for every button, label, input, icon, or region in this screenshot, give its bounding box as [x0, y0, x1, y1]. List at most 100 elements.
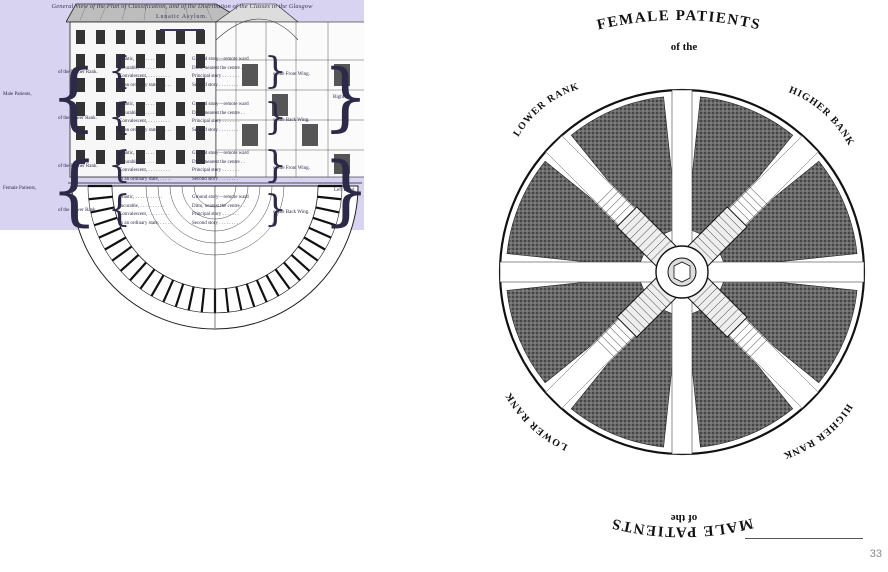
cell-wall — [88, 195, 113, 201]
male-back-wing: of the Back Wing. — [273, 118, 310, 123]
male-patients-label: Male Patients, — [3, 92, 32, 97]
cell-divider — [637, 295, 659, 317]
cell-divider — [646, 287, 667, 308]
cell-divider — [697, 236, 718, 257]
cell-divider — [735, 325, 756, 346]
window-icon — [116, 126, 125, 140]
cell-divider — [693, 283, 714, 304]
cell-divider — [701, 291, 722, 312]
cell-divider — [625, 215, 646, 236]
cell-wall — [104, 236, 127, 251]
cell-wall — [308, 226, 332, 239]
window-icon — [96, 30, 105, 44]
cell-divider — [595, 338, 616, 359]
window-icon — [96, 102, 105, 116]
cell-wall — [274, 268, 291, 290]
cell-divider — [714, 219, 735, 240]
cell-divider — [731, 202, 752, 223]
cell-divider — [612, 321, 633, 342]
window-icon — [76, 126, 85, 140]
cell-divider — [621, 211, 642, 232]
state-convalescent: Convalescent, . . . . . . . . . — [119, 74, 170, 80]
window-icon — [96, 126, 105, 140]
airing-court — [686, 96, 794, 239]
cell-divider — [710, 300, 731, 321]
female-front-wing-brace: } — [264, 145, 287, 186]
cell-divider — [744, 334, 765, 355]
cell-divider — [739, 194, 760, 215]
location-ground: Ground story—remote ward — [192, 57, 249, 62]
window-icon — [76, 78, 85, 92]
cell-wall — [111, 245, 133, 262]
window-icon — [176, 102, 185, 116]
window-icon — [96, 78, 105, 92]
window-icon — [76, 54, 85, 68]
cell-divider — [616, 317, 637, 338]
cell-wall — [283, 261, 301, 282]
window-icon — [96, 150, 105, 164]
cell-divider — [612, 202, 633, 223]
footer-divider — [745, 538, 863, 539]
cell-divider — [637, 227, 659, 249]
male-higher-rank: of the Higher Rank. — [58, 70, 98, 75]
radial-asylum-plan: FEMALE PATIENTS of the LOWER RANK HIGHER… — [498, 8, 866, 540]
cell-divider — [633, 223, 654, 244]
window-icon — [196, 54, 205, 68]
window-icon — [156, 30, 165, 44]
female-brace: { — [50, 145, 99, 234]
window-icon — [136, 102, 145, 116]
cell-wall — [93, 216, 118, 227]
cell-wall — [119, 254, 140, 272]
female-front-wing: of the Front Wing. — [273, 166, 310, 171]
cell-wall — [235, 286, 243, 311]
cell-divider — [604, 329, 625, 350]
asylum-elevation-drawing — [66, 3, 364, 330]
cell-divider — [744, 189, 765, 210]
cell-divider — [595, 185, 616, 206]
female-lower-states: Frantic, . . . . . . . . . . .Incurable,… — [119, 195, 172, 226]
window-icon — [136, 30, 145, 44]
airing-court — [506, 160, 649, 268]
cell-divider — [748, 185, 769, 206]
window-icon — [136, 54, 145, 68]
airing-court — [686, 305, 794, 448]
cell-divider — [718, 215, 739, 236]
cell-divider — [727, 206, 748, 227]
window-icon — [136, 126, 145, 140]
cell-wall — [290, 254, 311, 272]
cell-divider — [722, 211, 743, 232]
cell-wall — [297, 245, 319, 262]
top-subtitle: of the — [671, 41, 698, 53]
female-lower-brace: { — [108, 189, 131, 230]
page-number: 33 — [869, 548, 882, 560]
window-icon — [196, 30, 205, 44]
cell-divider — [701, 232, 722, 253]
cell-divider — [629, 304, 650, 325]
male-front-wing: of the Front Wing. — [273, 72, 310, 77]
airing-court — [570, 96, 678, 239]
window-icon — [176, 126, 185, 140]
window-icon — [116, 78, 125, 92]
right-hand-brace: } — [322, 54, 370, 140]
cell-divider — [710, 223, 731, 244]
window-icon — [196, 150, 205, 164]
cell-divider — [629, 219, 650, 240]
window-icon — [76, 102, 85, 116]
male-higher-brace: { — [108, 51, 131, 92]
cell-wall — [90, 206, 115, 214]
cell-wall — [139, 268, 156, 290]
female-patients-title: FEMALE PATIENTS — [595, 8, 761, 34]
window-icon — [176, 150, 185, 164]
cell-divider — [748, 338, 769, 359]
cell-divider — [705, 227, 727, 249]
cell-divider — [604, 194, 625, 215]
male-brace: { — [50, 54, 98, 140]
window-icon — [176, 78, 185, 92]
female-higher-rank: of the Higher Rank. — [58, 164, 98, 169]
cell-divider — [727, 317, 748, 338]
window-icon — [176, 54, 185, 68]
cell-wall — [315, 206, 340, 214]
